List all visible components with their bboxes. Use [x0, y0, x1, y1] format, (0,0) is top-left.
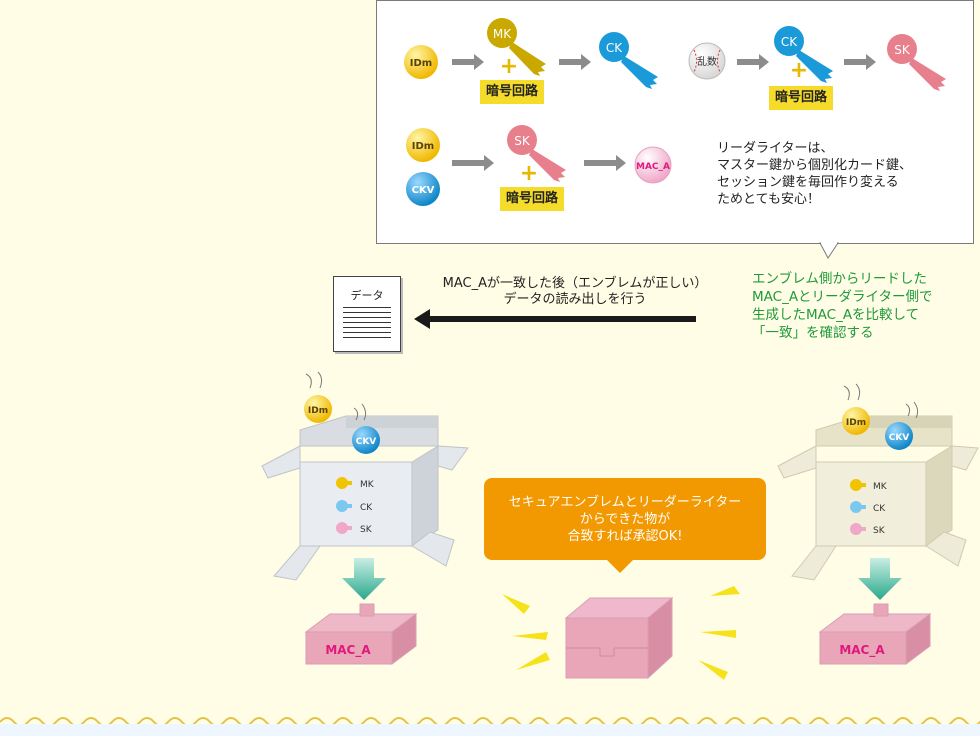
idm-label: IDm — [410, 58, 432, 69]
mac-tray-label: MAC_A — [325, 643, 371, 658]
note-line: マスター鍵から個別化カード鍵、 — [717, 158, 913, 173]
idm-label: IDm — [412, 141, 434, 152]
read-caption: MAC_Aが一致した後（エンブレムが正しい） データの読み出しを行う — [420, 276, 730, 308]
random-label: 乱数 — [697, 55, 717, 68]
sk-label: SK — [514, 134, 531, 148]
compare-note-line: エンブレム側からリードした — [752, 271, 927, 287]
bubble-line: からできた物が — [579, 511, 671, 527]
read-caption-line: MAC_Aが一致した後（エンブレムが正しい） — [442, 276, 708, 291]
bubble-line: 合致すれば承認OK! — [567, 528, 683, 544]
mk-key-icon — [487, 18, 546, 76]
mini-sk-label: SK — [873, 526, 886, 536]
key-generation-panel — [376, 0, 974, 244]
mini-ck-label: CK — [873, 504, 886, 514]
mini-mk-key-icon — [850, 479, 866, 491]
cipher-circuit-label: 暗号回路 — [500, 187, 565, 211]
ck-label: CK — [781, 35, 798, 49]
mac-label: MAC_A — [636, 162, 670, 172]
mac-tray-right — [818, 603, 932, 665]
idm-coin — [842, 407, 870, 435]
cipher-circuit-label: 暗号回路 — [480, 80, 545, 104]
sk-label: SK — [894, 43, 911, 57]
compare-note: エンブレム側からリードした MAC_Aとリーダライター側で 生成したMAC_Aを… — [752, 270, 978, 342]
approval-bubble: セキュアエンブレムとリーダーライター からできた物が 合致すれば承認OK! — [484, 478, 766, 560]
flash-rays — [502, 586, 740, 680]
mini-mk-key-icon — [336, 477, 352, 489]
idm-label: IDm — [846, 418, 866, 428]
mac-tray-label: MAC_A — [839, 643, 885, 658]
idm-coin — [404, 45, 438, 79]
note-line: セッション鍵を毎回作り変える — [717, 175, 899, 190]
note-line: リーダライターは、 — [717, 141, 834, 156]
approval-bubble-tail — [606, 559, 634, 573]
document-title: データ — [350, 289, 384, 302]
merged-box — [564, 596, 674, 680]
mini-mk-label: MK — [360, 480, 375, 490]
sk-key-icon — [887, 34, 946, 91]
ckv-coin — [352, 426, 380, 454]
emblem-box-left — [261, 415, 469, 600]
compare-note-line: 「一致」を確認する — [752, 325, 874, 341]
panel-tail — [819, 242, 839, 259]
document-lines — [343, 307, 391, 342]
arrow — [452, 155, 494, 171]
bottom-band — [0, 724, 980, 736]
read-arrow — [414, 309, 696, 329]
mini-sk-key-icon — [336, 522, 352, 534]
compare-note-line: MAC_Aとリーダライター側で — [752, 289, 933, 305]
data-document: データ — [333, 276, 401, 352]
ckv-coin — [406, 172, 440, 206]
emblem-box-right — [777, 415, 979, 600]
mini-sk-label: SK — [360, 525, 373, 535]
ck-key-icon — [599, 32, 658, 89]
mac-coin — [634, 146, 672, 184]
random-ball-icon — [688, 42, 726, 80]
note-line: ためとても安心！ — [717, 192, 820, 207]
read-caption-line: データの読み出しを行う — [503, 292, 647, 307]
mini-sk-key-icon — [850, 523, 866, 535]
plus-sign: + — [500, 54, 518, 79]
plus-sign: + — [520, 161, 538, 186]
arrow — [559, 54, 591, 70]
ckv-label: CKV — [412, 185, 435, 196]
arrow — [844, 54, 876, 70]
bubble-line: セキュアエンブレムとリーダーライター — [508, 494, 742, 510]
arrow — [584, 155, 626, 171]
idm-coin — [304, 395, 332, 423]
mini-ck-key-icon — [850, 501, 866, 513]
idm-label: IDm — [308, 406, 328, 416]
mac-tray-left — [304, 603, 418, 665]
ck-key-icon — [774, 26, 833, 83]
idm-coin — [406, 128, 440, 162]
sk-key-icon — [507, 125, 566, 182]
reader-writer-note: リーダライターは、 マスター鍵から個別化カード鍵、 セッション鍵を毎回作り変える… — [717, 140, 967, 208]
ckv-coin — [885, 422, 913, 450]
mk-label: MK — [493, 27, 512, 41]
arrow — [452, 54, 484, 70]
ck-label: CK — [606, 41, 623, 55]
ckv-label: CKV — [356, 437, 377, 447]
cipher-circuit-label: 暗号回路 — [769, 86, 834, 110]
compare-note-line: 生成したMAC_Aを比較して — [752, 307, 920, 323]
mini-ck-label: CK — [360, 503, 373, 513]
mini-ck-key-icon — [336, 500, 352, 512]
arrow — [737, 54, 769, 70]
mini-mk-label: MK — [873, 482, 888, 492]
ckv-label: CKV — [889, 433, 910, 443]
plus-sign: + — [790, 58, 808, 83]
